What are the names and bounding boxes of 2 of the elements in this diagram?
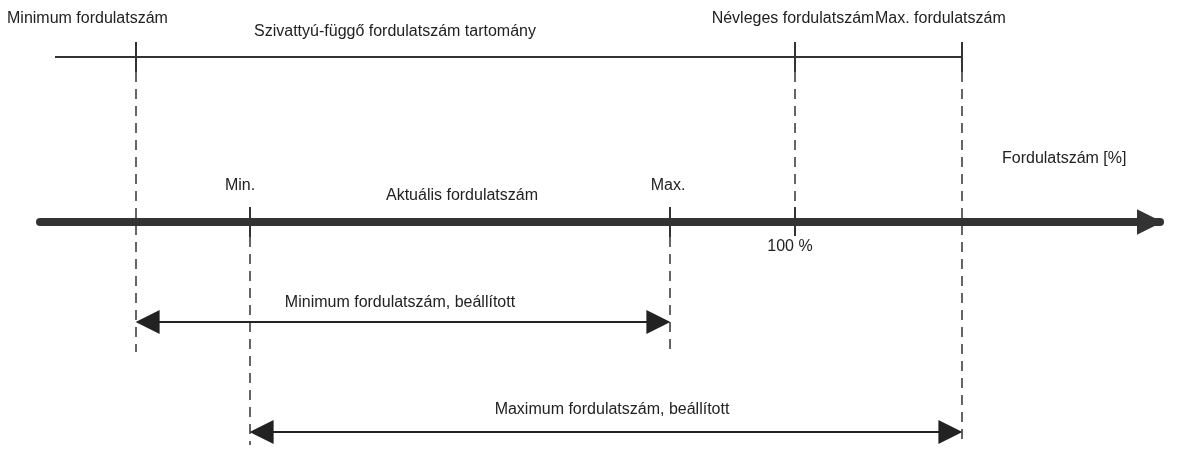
range-label: Szivattyú-függő fordulatszám tartomány (252, 21, 538, 41)
axis-label: Fordulatszám [%] (1000, 148, 1129, 168)
